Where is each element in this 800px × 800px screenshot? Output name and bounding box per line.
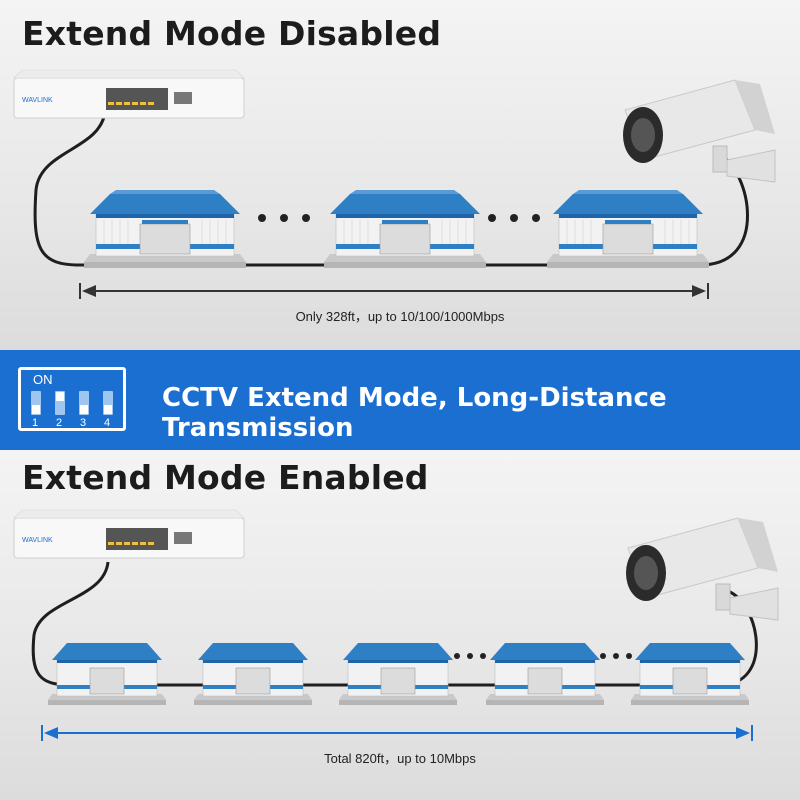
mode-band — [0, 350, 800, 450]
ellipsis-dots-bottom — [454, 653, 632, 659]
ellipsis-dots — [258, 214, 540, 222]
dip-on-label: ON — [33, 372, 53, 387]
extend-enabled-section: Extend Mode Enabled — [0, 450, 800, 800]
dip-number-3: 3 — [80, 417, 87, 429]
distance-arrow-bottom — [41, 725, 753, 741]
building-bottom-1 — [47, 642, 167, 706]
extend-disabled-heading: Extend Mode Disabled — [22, 14, 442, 53]
distance-label-top: Only 328ft，up to 10/100/1000Mbps — [295, 309, 505, 324]
camera-device-bottom — [625, 517, 779, 621]
distance-arrow-top — [79, 283, 709, 299]
extend-enabled-heading: Extend Mode Enabled — [22, 458, 429, 497]
building-bottom-2 — [193, 642, 313, 706]
building-top-2 — [323, 189, 487, 269]
mode-band-title: CCTV Extend Mode, Long-Distance Transmis… — [162, 383, 667, 443]
dip-switch: ON 1 2 3 4 — [18, 367, 126, 431]
extend-enabled-illustration — [13, 509, 779, 741]
distance-label-bottom: Total 820ft，up to 10Mbps — [324, 751, 476, 766]
building-bottom-5 — [630, 642, 750, 706]
dip-switch-3 — [79, 391, 89, 415]
dip-switch-1 — [31, 391, 41, 415]
building-top-1 — [83, 189, 247, 269]
building-top-3 — [546, 189, 710, 269]
building-bottom-3 — [338, 642, 458, 706]
dip-number-1: 1 — [32, 417, 39, 429]
dip-switch-2 — [55, 391, 65, 415]
building-bottom-4 — [485, 642, 605, 706]
extend-disabled-illustration: WAVLINK — [13, 69, 776, 299]
dip-number-2: 2 — [56, 417, 63, 429]
switch-device-top — [13, 69, 245, 119]
dip-number-4: 4 — [104, 417, 111, 429]
camera-device-top — [622, 79, 776, 183]
switch-device-bottom — [13, 509, 245, 559]
dip-switch-4 — [103, 391, 113, 415]
